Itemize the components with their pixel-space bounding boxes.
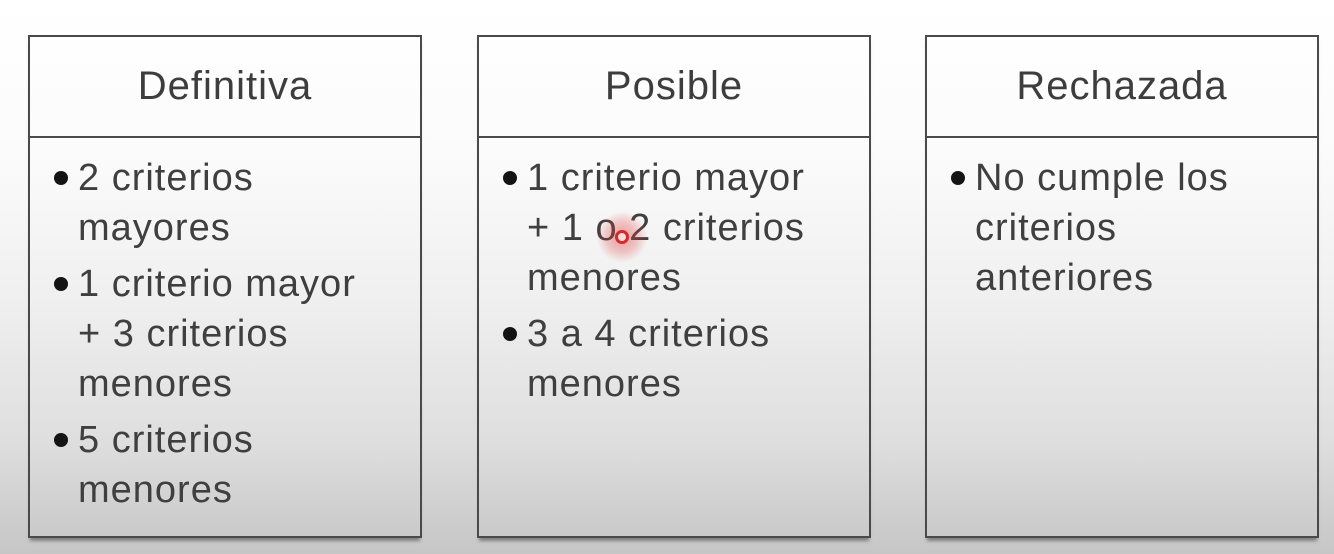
list-item-text: 2 criterios mayores [78,157,254,249]
card-title: Definitiva [137,64,313,108]
card-header: Posible [479,37,869,138]
card-title: Posible [604,64,744,108]
card-body: 2 criterios mayores 1 criterio mayor + 3… [30,138,420,515]
criteria-card-posible: Posible 1 criterio mayor + 1 o 2 criteri… [477,35,871,538]
list-item: 1 criterio mayor + 3 criterios menores [54,259,410,409]
list-item: 5 criterios menores [54,415,410,515]
bullet-icon [54,171,68,185]
bullet-icon [54,433,68,447]
list-item-text: 3 a 4 criterios menores [527,313,771,405]
list-item: 1 criterio mayor + 1 o 2 criterios menor… [503,153,859,303]
bullet-icon [951,171,965,185]
list-item-text: 1 criterio mayor + 3 criterios menores [78,263,356,405]
list-item: No cumple los criterios anteriores [951,153,1307,303]
card-body: No cumple los criterios anteriores [927,138,1317,303]
list-item-text: No cumple los criterios anteriores [975,157,1229,299]
card-body: 1 criterio mayor + 1 o 2 criterios menor… [479,138,869,409]
card-title: Rechazada [1016,64,1228,108]
bullet-icon [503,327,517,341]
criteria-card-definitiva: Definitiva 2 criterios mayores 1 criteri… [28,35,422,538]
card-header: Rechazada [927,37,1317,138]
criteria-card-rechazada: Rechazada No cumple los criterios anteri… [925,35,1319,538]
bullet-icon [54,277,68,291]
card-header: Definitiva [30,37,420,138]
list-item: 3 a 4 criterios menores [503,309,859,409]
list-item: 2 criterios mayores [54,153,410,253]
list-item-text: 1 criterio mayor + 1 o 2 criterios menor… [527,157,805,299]
list-item-text: 5 criterios menores [78,419,254,511]
laser-dot [615,230,629,244]
bullet-icon [503,171,517,185]
